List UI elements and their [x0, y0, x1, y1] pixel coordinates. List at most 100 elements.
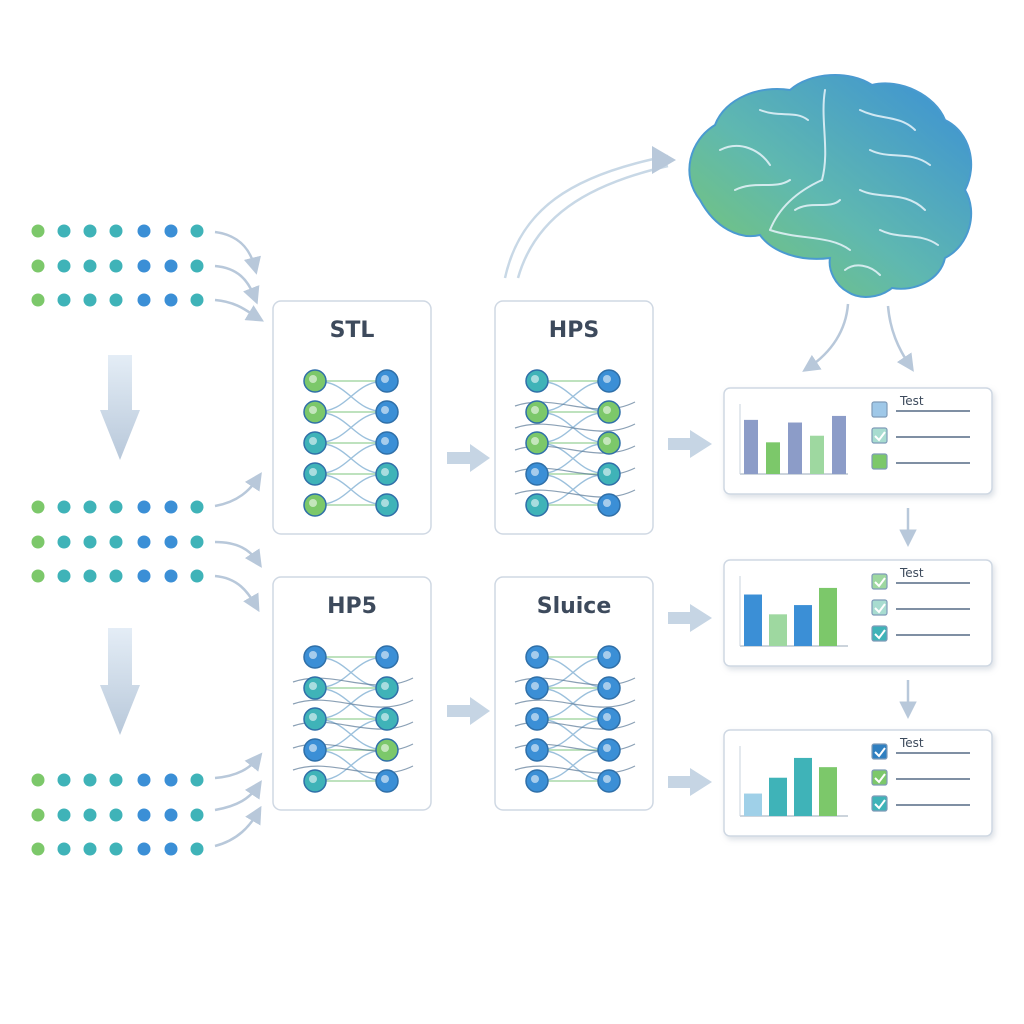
checked-box-icon — [871, 427, 888, 444]
input-dot — [83, 500, 97, 514]
input-dot — [109, 842, 123, 856]
input-dot — [31, 842, 45, 856]
result-bar — [769, 614, 787, 646]
input-dot — [137, 500, 151, 514]
model-label: STL — [330, 318, 375, 343]
brain-feed-arrows — [503, 146, 676, 279]
input-dot-grid — [31, 224, 204, 856]
checked-box-icon — [871, 625, 888, 642]
input-dot — [31, 259, 45, 273]
input-dot — [57, 259, 71, 273]
input-dot — [164, 773, 178, 787]
checkbox-icon — [871, 453, 888, 470]
input-dot — [109, 500, 123, 514]
input-dot — [57, 224, 71, 238]
input-dot — [31, 569, 45, 583]
model-label: Sluice — [537, 594, 612, 619]
input-dot — [83, 569, 97, 583]
input-dot — [190, 224, 204, 238]
result-bar — [766, 442, 780, 474]
result-arrows — [802, 303, 917, 719]
input-dot — [57, 773, 71, 787]
result-label: Test — [899, 566, 924, 580]
input-dot — [137, 224, 151, 238]
input-dot — [57, 569, 71, 583]
result-bar — [832, 415, 846, 474]
input-dot — [57, 535, 71, 549]
flow-arrows — [447, 430, 712, 796]
input-dot — [164, 293, 178, 307]
input-dot — [164, 224, 178, 238]
input-dot — [190, 569, 204, 583]
result-card: Test — [723, 729, 993, 837]
input-dot — [137, 842, 151, 856]
input-dot — [57, 842, 71, 856]
input-dot — [83, 842, 97, 856]
result-bar — [819, 767, 837, 816]
input-dot — [164, 500, 178, 514]
model-box: Sluice — [494, 576, 654, 811]
input-dot — [190, 773, 204, 787]
input-dot — [164, 808, 178, 822]
input-dot — [109, 569, 123, 583]
input-dot — [164, 842, 178, 856]
checkbox-icon — [871, 401, 888, 418]
input-dot — [31, 224, 45, 238]
checked-box-icon — [871, 599, 888, 616]
result-bar — [744, 419, 758, 474]
checked-box-icon — [871, 795, 888, 812]
result-label: Test — [899, 394, 924, 408]
result-card: Test — [723, 559, 993, 667]
down-arrow-icon — [100, 355, 140, 460]
input-dot — [31, 500, 45, 514]
input-dot — [137, 808, 151, 822]
model-boxes: STL HPS HP5 Sluice — [272, 300, 654, 811]
input-dot — [137, 773, 151, 787]
input-dot — [190, 500, 204, 514]
result-bar — [744, 793, 762, 816]
input-dot — [83, 808, 97, 822]
input-dot — [164, 259, 178, 273]
input-dot — [137, 535, 151, 549]
input-dot — [31, 535, 45, 549]
down-arrow-icon — [100, 628, 140, 735]
input-dot — [83, 773, 97, 787]
input-dot — [190, 808, 204, 822]
input-dot — [31, 808, 45, 822]
result-bar — [794, 757, 812, 816]
input-dot — [137, 259, 151, 273]
input-dot — [83, 259, 97, 273]
model-box: HPS — [494, 300, 654, 535]
input-dot — [83, 293, 97, 307]
checked-box-icon — [871, 743, 888, 760]
input-dot — [164, 535, 178, 549]
input-dot — [83, 535, 97, 549]
result-bar — [769, 777, 787, 816]
model-box: STL — [272, 300, 432, 535]
model-box: HP5 — [272, 576, 432, 811]
input-dot — [83, 224, 97, 238]
input-dot — [190, 535, 204, 549]
brain-icon — [688, 74, 973, 298]
input-dot — [190, 259, 204, 273]
result-card: Test — [723, 387, 993, 495]
checked-box-icon — [871, 769, 888, 786]
result-bar — [819, 587, 837, 646]
input-dot — [57, 500, 71, 514]
input-dot — [164, 569, 178, 583]
input-dot — [109, 259, 123, 273]
result-bar — [788, 422, 802, 474]
result-bar — [744, 594, 762, 646]
input-dot — [137, 293, 151, 307]
checked-box-icon — [871, 573, 888, 590]
input-dot — [57, 293, 71, 307]
result-bar — [810, 435, 824, 474]
model-label: HPS — [549, 318, 599, 343]
input-dot — [109, 535, 123, 549]
input-dot — [190, 842, 204, 856]
input-arrows — [214, 230, 265, 848]
input-dot — [57, 808, 71, 822]
